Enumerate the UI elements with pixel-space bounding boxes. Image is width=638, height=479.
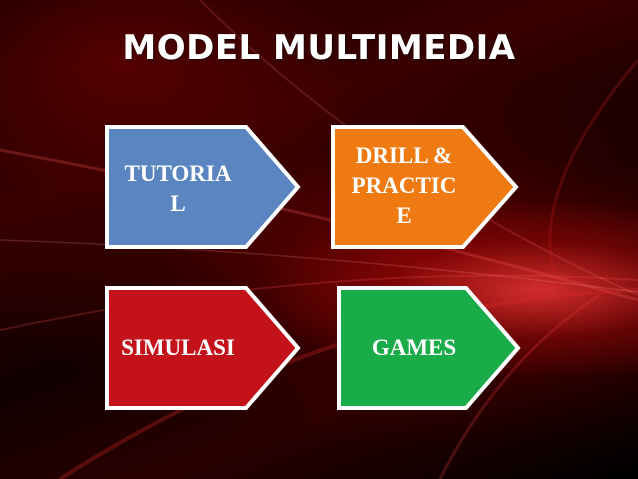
tutorial-label: TUTORIA L: [124, 161, 232, 216]
slide-title: MODEL MULTIMEDIA: [122, 28, 516, 68]
pentagon-arrow-shape: [331, 125, 519, 249]
pentagon-arrow-tutorial: TUTORIA L: [104, 124, 304, 250]
simulasi-label: SIMULASI: [121, 335, 235, 360]
pentagon-arrow-games: GAMES: [336, 285, 536, 411]
pentagon-arrow-shape: [105, 286, 301, 410]
drill-practice-label: DRILL & PRACTIC E: [351, 143, 457, 228]
games-label: GAMES: [371, 335, 457, 360]
pentagon-arrow-drill-practice: DRILL & PRACTIC E: [330, 124, 530, 250]
pentagon-arrow-shape: [105, 125, 301, 249]
pentagon-arrow-shape: [337, 286, 521, 410]
pentagon-arrow-simulasi: SIMULASI: [104, 285, 304, 411]
